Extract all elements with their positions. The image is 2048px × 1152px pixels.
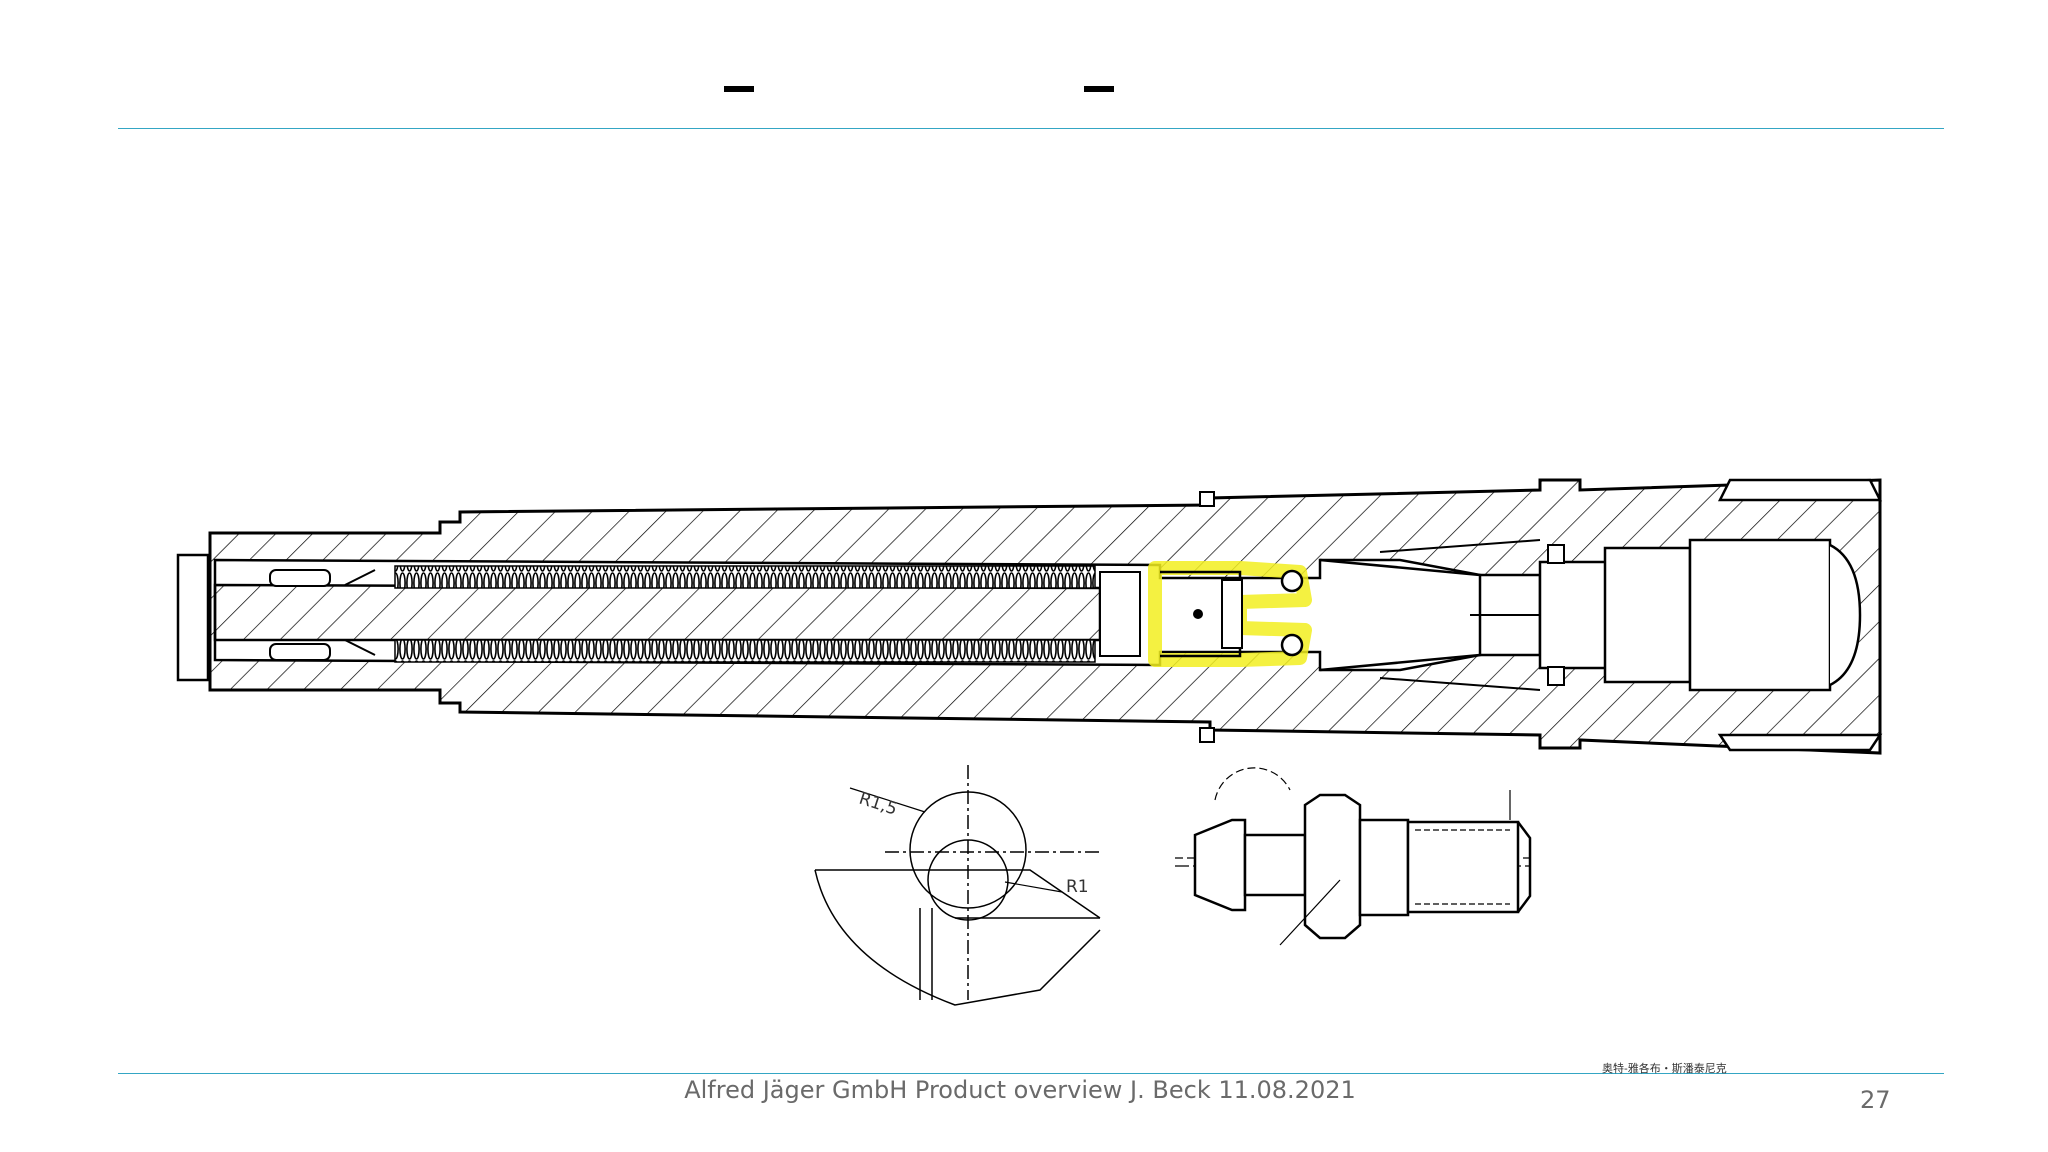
- label-radius-large: R1,5: [856, 789, 899, 820]
- clamping-sleeve: [1099, 571, 1141, 657]
- nut-top: [1717, 478, 1883, 502]
- nut-bottom: [1717, 733, 1883, 752]
- spring-lower: [394, 639, 1096, 663]
- header-rule: [118, 128, 1944, 129]
- page-number: 27: [1860, 1086, 1891, 1114]
- retention-knob-detail-view: [1175, 767, 1532, 946]
- footer-rule: [118, 1073, 1944, 1074]
- pull-rod: [213, 583, 1102, 642]
- spindle-cross-section: [176, 478, 1883, 755]
- title-dash-right: [1084, 86, 1114, 92]
- radius-detail-view: R1,5 R1: [814, 765, 1101, 1006]
- watermark-text: 奥特-雅各布・斯潘泰尼克: [1602, 1062, 1727, 1075]
- spring-upper: [394, 565, 1096, 589]
- left-end-cap: [176, 553, 210, 682]
- label-radius-small: R1: [1066, 877, 1089, 897]
- footer-text: Alfred Jäger GmbH Product overview J. Be…: [684, 1076, 1356, 1104]
- title-dash-left: [724, 86, 754, 92]
